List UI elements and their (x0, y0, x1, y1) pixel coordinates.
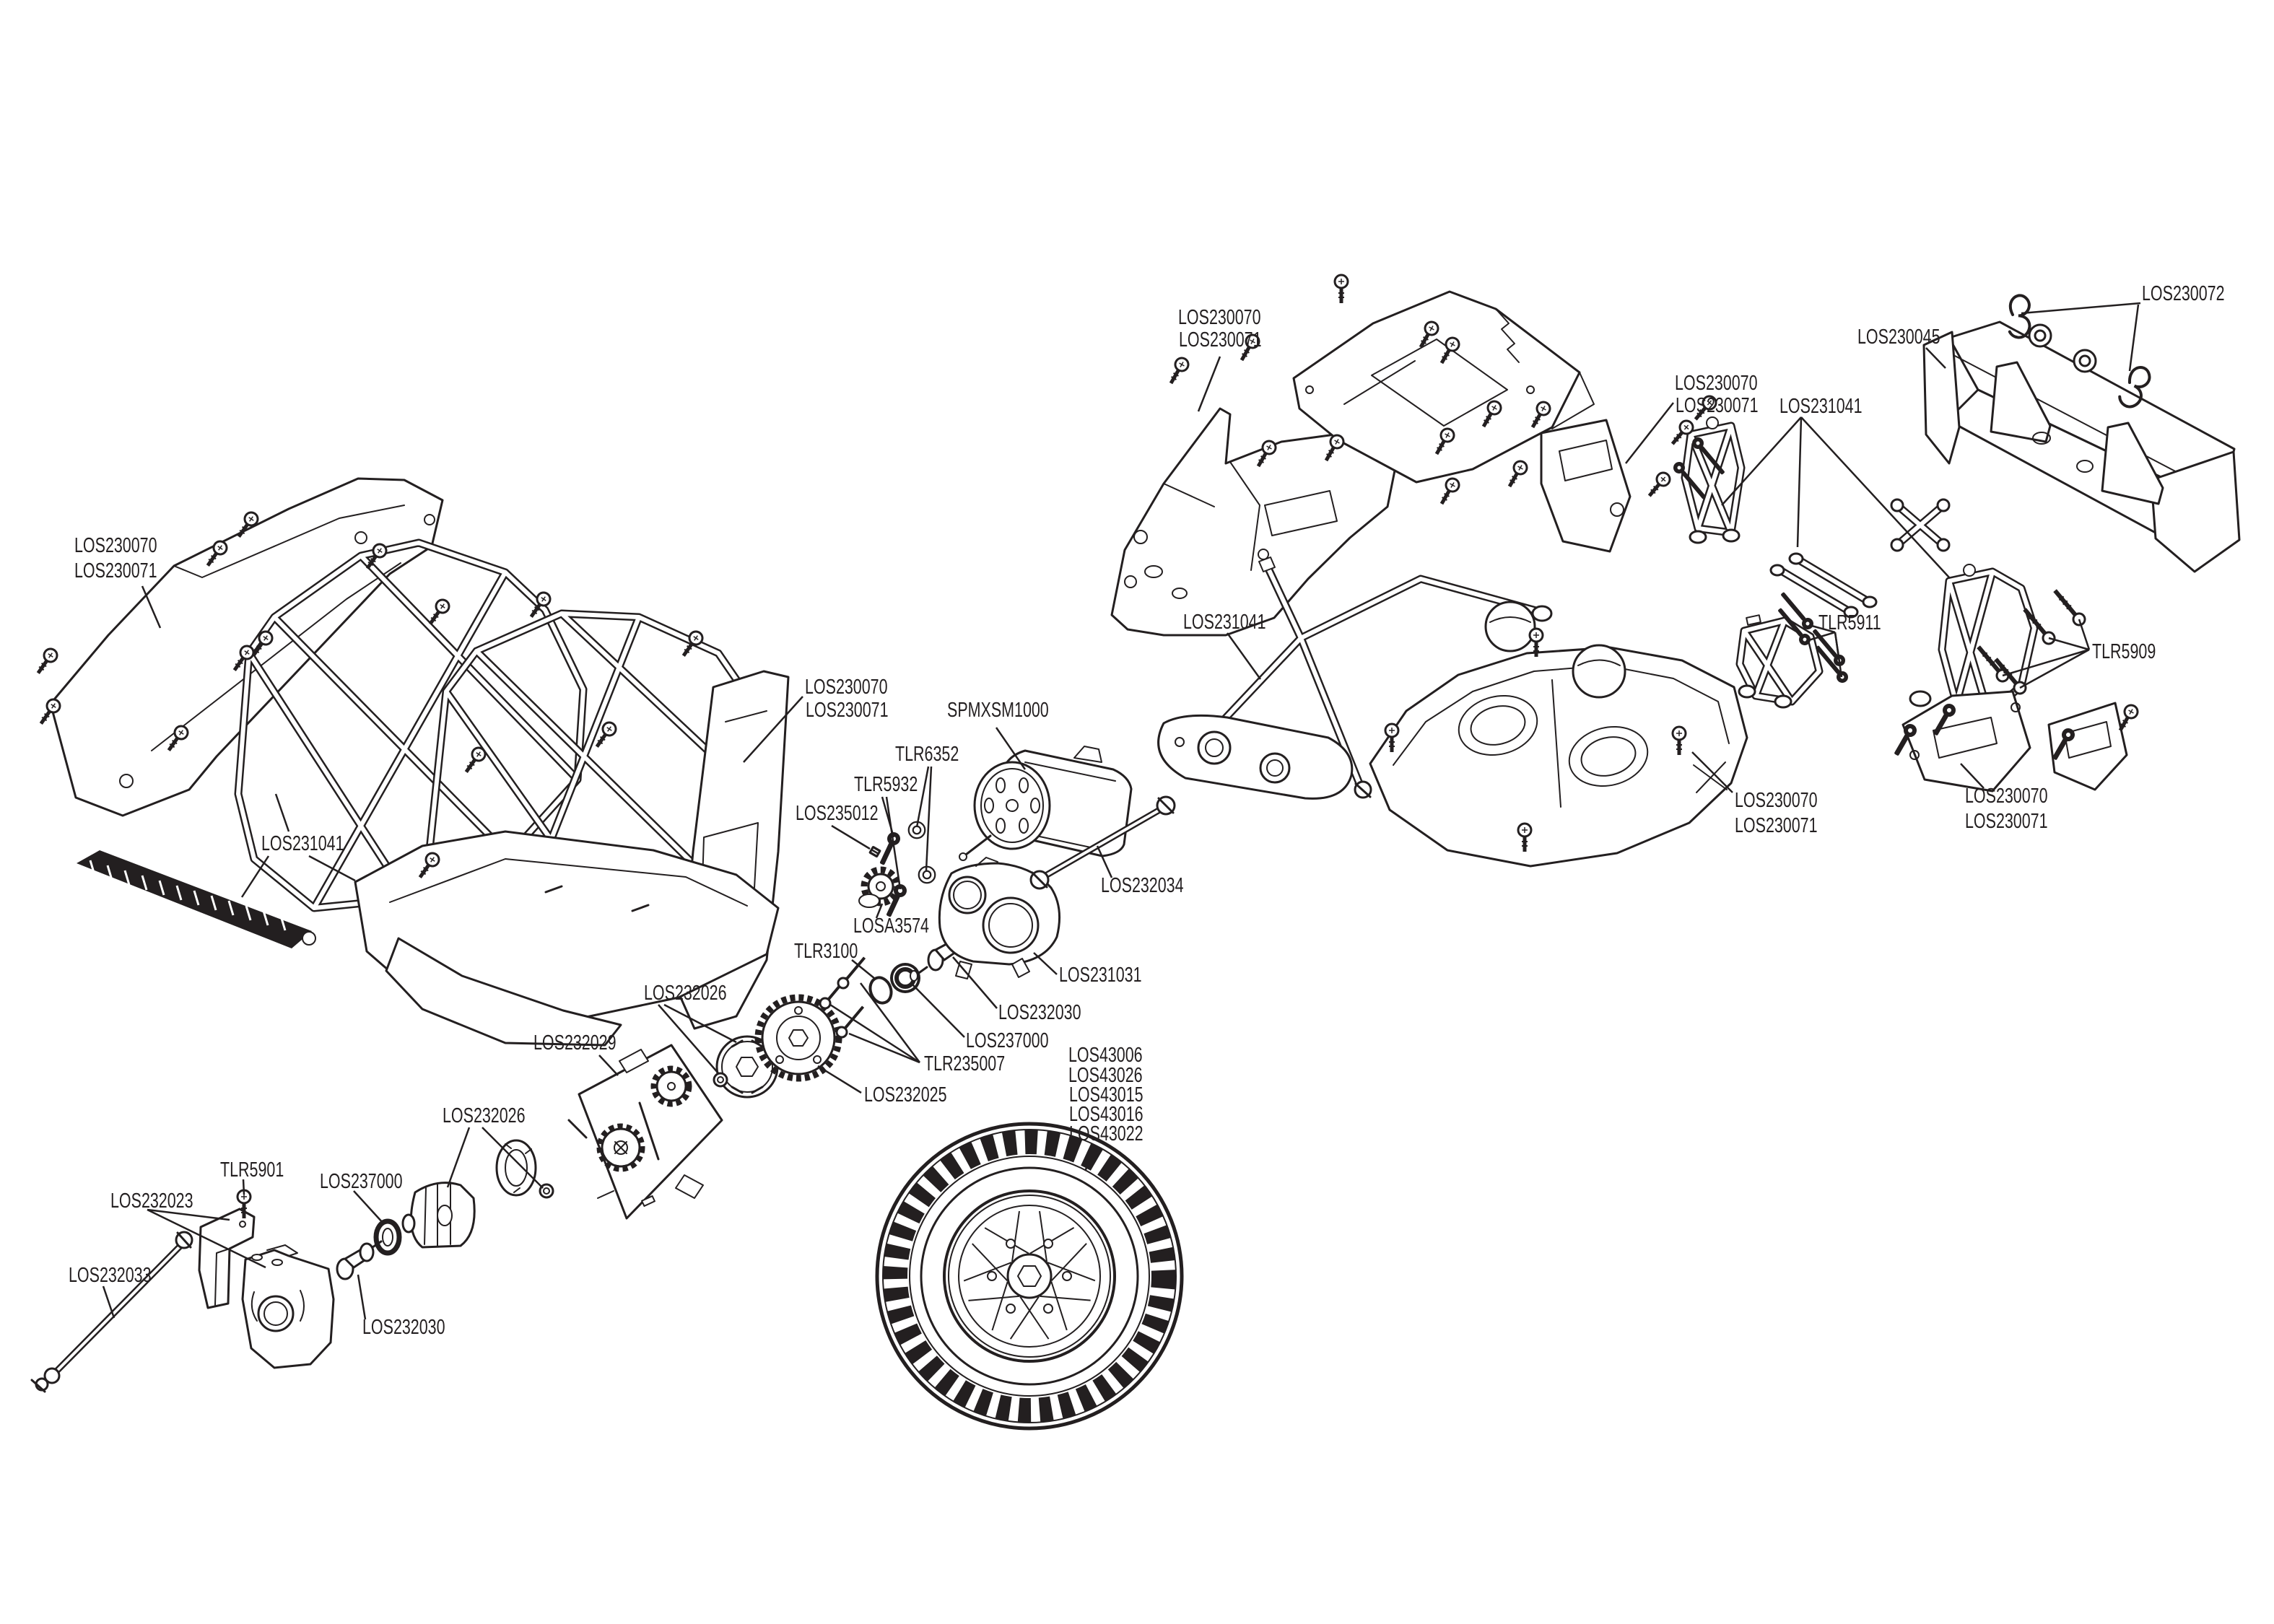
leader-line (308, 855, 356, 882)
spur-gear (754, 994, 842, 1082)
leader-line (859, 982, 921, 1063)
leader-line (1834, 632, 1843, 678)
leader-line (353, 1190, 385, 1225)
leader-line (274, 793, 290, 832)
leader-line (147, 1208, 266, 1269)
leader-line (952, 956, 998, 1009)
center-driveshaft (30, 1231, 193, 1393)
diff-plate-round (715, 1035, 779, 1099)
wing-mount-front (1685, 416, 1741, 544)
leader-line (446, 1127, 471, 1188)
leader-line (885, 796, 902, 890)
screw-icon (1335, 275, 1348, 303)
leader-line (817, 1065, 862, 1094)
leader-line (743, 696, 803, 763)
leader-line (831, 824, 871, 850)
leader-line (1197, 356, 1221, 412)
leader-lines (102, 302, 2141, 1320)
screw-icon (876, 830, 902, 868)
chassis-side-plate (354, 830, 780, 1047)
leader-line (1084, 1147, 1099, 1171)
screw-icon (461, 745, 487, 775)
screw-icon (1504, 459, 1529, 490)
leader-line (1800, 416, 1950, 578)
screw-icon (1236, 333, 1261, 364)
rear-side-plate-right (2047, 702, 2128, 791)
leader-line (915, 766, 930, 828)
leader-line (829, 1003, 920, 1064)
leader-line (851, 959, 876, 979)
leader-line (242, 1179, 245, 1195)
motor-washers (907, 821, 936, 884)
leader-line (1796, 416, 1803, 548)
leader-line (102, 1285, 116, 1319)
leader-line (2048, 637, 2090, 651)
front-body-panel (1110, 407, 1398, 637)
leader-line (147, 1208, 230, 1221)
screw-icon (1436, 476, 1461, 507)
grip-rail (77, 850, 316, 948)
leader-line (1226, 632, 1262, 680)
leader-line (1721, 416, 1802, 506)
leader-line (598, 1055, 619, 1076)
leader-line (925, 766, 933, 871)
cockpit-tub (1369, 601, 1748, 868)
leader-line (240, 855, 270, 898)
diff-seal-ring-lower (373, 1218, 402, 1256)
screw-icon (2020, 606, 2057, 646)
leader-line (2019, 648, 2090, 689)
rear-wing (1922, 292, 2241, 573)
motor (959, 746, 1133, 861)
leader-line (1925, 347, 1946, 369)
leader-line (357, 1274, 367, 1320)
leader-line (1808, 624, 1836, 634)
diff-housing-cup (401, 1182, 476, 1249)
shim-o-ring (868, 976, 893, 1005)
washer-icon (2028, 323, 2052, 348)
rear-side-plate-left (1901, 690, 2031, 793)
leader-line (1805, 631, 1836, 642)
diff-internals-plate (567, 1044, 723, 1220)
side-panel-small (1540, 419, 1632, 553)
leader-line (875, 903, 884, 919)
leader-line (1625, 402, 1674, 464)
chassis-x-brace (1157, 549, 1553, 800)
diff-screws (819, 956, 866, 1039)
pinion-gear (858, 866, 901, 908)
o-ring-small-mid (713, 1072, 728, 1088)
leader-line (1691, 751, 1733, 793)
leader-line (2078, 619, 2091, 650)
screw-icon (1644, 470, 1673, 499)
leader-line (995, 727, 1027, 770)
motor-mount-plate (938, 857, 1061, 979)
leader-line (141, 585, 162, 629)
leader-line (912, 984, 965, 1038)
washer-icon (2073, 349, 2097, 373)
leader-line (1960, 763, 1985, 789)
set-screw (868, 846, 881, 857)
leader-line (848, 1032, 920, 1064)
dogbone-driveshaft (1029, 795, 1176, 890)
diff-gasket (495, 1139, 537, 1197)
leader-line (2002, 648, 2090, 677)
suspension-a-arm (1890, 498, 1951, 552)
screw-icon (2050, 587, 2087, 627)
diff-outdrive-lower (336, 1240, 383, 1280)
leader-line (1096, 845, 1113, 878)
leader-line (663, 1003, 737, 1044)
screw-icon (1165, 356, 1190, 387)
link-set (1769, 552, 1878, 619)
leader-line (482, 1127, 544, 1189)
hood-top-plate (1292, 290, 1595, 484)
wheel-tire (875, 1122, 1184, 1431)
leader-line (658, 1004, 720, 1075)
leader-line (2021, 302, 2141, 315)
gearbox-case (241, 1244, 335, 1369)
leader-line (2128, 304, 2140, 372)
screw-icon (32, 646, 59, 676)
wing-mount-lower (1739, 614, 1819, 709)
leader-line (1033, 952, 1058, 975)
